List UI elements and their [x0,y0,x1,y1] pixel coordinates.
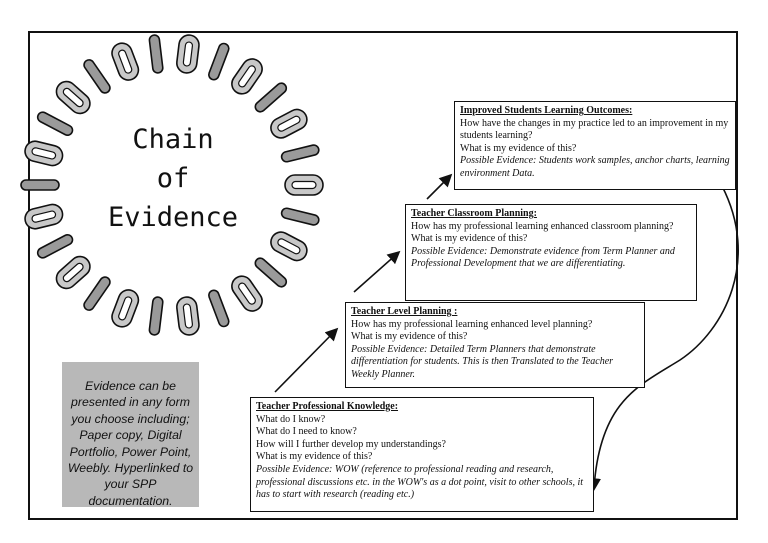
box-question: How have the changes in my practice led … [460,117,729,142]
box-evidence: Possible Evidence: Students work samples… [460,155,730,179]
chain-link-hole [31,147,57,160]
arrow-level-to-classroom [353,250,401,293]
chain-link [280,144,320,163]
chain-link [83,59,111,94]
box-question: What is my evidence of this? [256,451,373,463]
chain-link [280,207,320,226]
chain-link-hole [238,282,256,305]
box-question: What is my evidence of this? [411,233,528,245]
box-title: Teacher Professional Knowledge: [256,401,399,412]
box-question: What do I need to know? [256,426,357,438]
arrow-knowledge-to-level [274,327,339,393]
chain-title: Chain of Evidence [98,120,248,237]
chain-link-hole [62,87,84,108]
arrow-outcomes-loop-back [588,185,739,492]
arrow-classroom-to-outcomes [426,173,453,200]
box-professional-knowledge: Teacher Professional Knowledge: What do … [250,397,594,512]
chain-link [83,276,111,311]
chain-link [208,42,230,81]
chain-link [36,233,74,259]
box-title: Teacher Classroom Planning: [411,208,537,219]
box-question: What is my evidence of this? [460,142,577,154]
chain-title-line: of [156,163,190,194]
box-evidence: Possible Evidence: WOW (reference to pro… [256,463,584,501]
box-question: How has my professional learning enhance… [411,220,674,232]
chain-title-line: Evidence [107,202,239,233]
chain-link-hole [238,65,256,88]
box-question: How will I further develop my understand… [256,438,446,450]
box-evidence: Possible Evidence: Demonstrate evidence … [411,245,675,270]
chain-link-hole [182,303,194,329]
box-question: What do I know? [256,413,326,425]
chain-link-hole [182,41,194,67]
box-question: How has my professional learning enhance… [351,318,593,330]
box-title: Teacher Level Planning : [351,306,458,317]
box-evidence: Possible Evidence: Detailed Term Planner… [351,343,614,380]
chain-link [148,296,164,336]
box-improved-outcomes: Improved Students Learning Outcomes: How… [454,101,736,190]
box-title: Improved Students Learning Outcomes: [460,105,633,116]
chain-link [36,111,74,137]
chain-link-hole [31,210,57,223]
chain-link-hole [277,115,301,132]
chain-link [208,289,230,328]
chain-link [148,34,164,74]
chain-link-hole [118,49,133,74]
box-classroom-planning: Teacher Classroom Planning: How has my p… [405,204,697,301]
chain-link-hole [118,296,133,321]
chain-link-hole [291,180,317,190]
chain-ring-icon [20,34,324,336]
chain-link [254,257,288,288]
box-question: What is my evidence of this? [351,331,468,343]
chain-link [20,179,60,191]
chain-link-hole [277,238,301,255]
chain-link [254,82,288,113]
chain-title-line: Chain [132,124,214,155]
box-level-planning: Teacher Level Planning : How has my prof… [345,302,645,388]
chain-link-hole [62,262,84,283]
evidence-note: Evidence can be presented in any form yo… [62,362,199,508]
